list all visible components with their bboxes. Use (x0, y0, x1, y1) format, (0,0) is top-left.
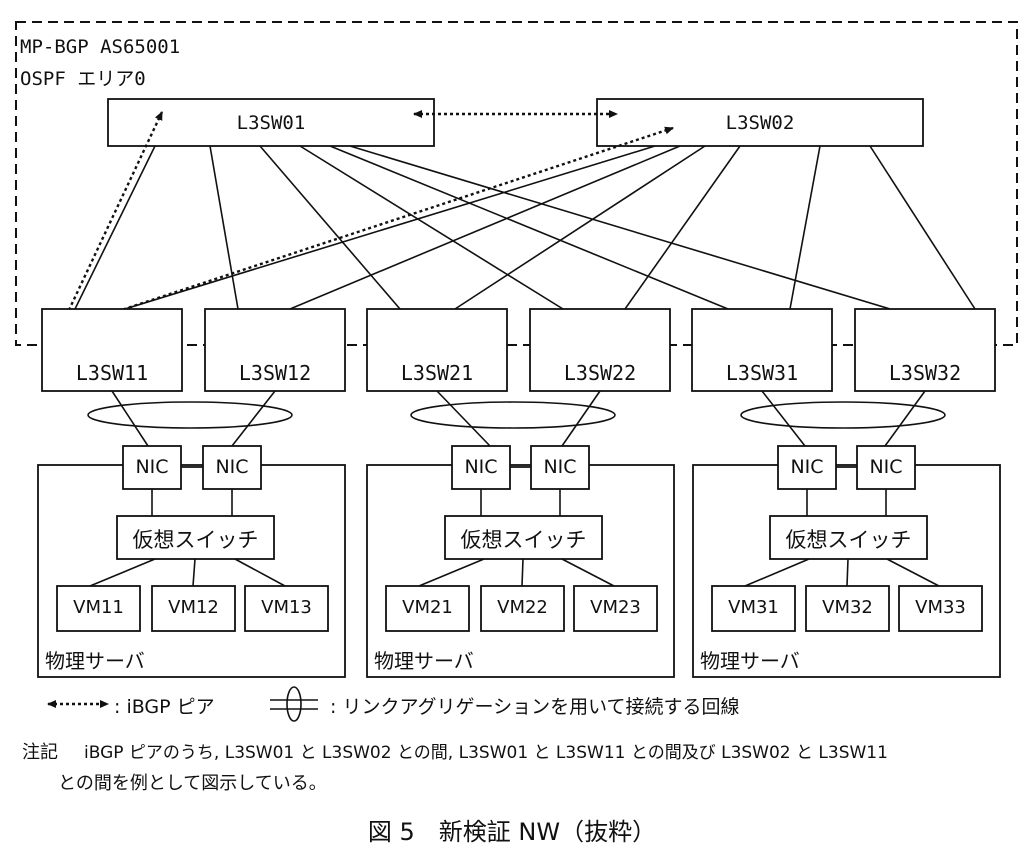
vm-label: VM12 (168, 597, 219, 618)
core-switch-label: L3SW02 (725, 112, 795, 134)
figure-caption: 図 5 新検証 NW（抜粋） (367, 818, 657, 846)
vm-label: VM13 (261, 597, 312, 618)
vm-label: VM21 (402, 597, 453, 618)
vm-label: VM32 (822, 597, 873, 618)
leaf-switch-box-l3sw22 (529, 308, 671, 392)
leaf-switch-box-l3sw31 (691, 308, 833, 392)
lag-legend-symbol (270, 686, 318, 722)
server-box-2 (366, 464, 675, 678)
physical-server-label: 物理サーバ (700, 649, 800, 673)
nic-label: NIC (215, 456, 249, 478)
lag-legend-label: : リンクアグリゲーションを用いて接続する回線 (330, 696, 740, 718)
physical-server-label: 物理サーバ (374, 649, 474, 673)
link-l3sw01-l3sw11 (74, 145, 156, 310)
link-l3sw01-l3sw21 (259, 145, 401, 310)
vm-label: VM31 (728, 597, 779, 618)
nic-label: NIC (464, 456, 498, 478)
leaf-switch-boxes (41, 308, 996, 392)
nic-vswitch-links (151, 489, 887, 516)
vswitch-label: 仮想スイッチ (460, 528, 587, 552)
link-l3sw01-l3sw12 (209, 145, 239, 310)
ibgp-legend-label: : iBGP ピア (114, 696, 215, 718)
core-leaf-links (74, 145, 976, 310)
vswitch-boxes (116, 515, 928, 560)
vswitch-label: 仮想スイッチ (785, 528, 912, 552)
vswitch-label: 仮想スイッチ (132, 528, 259, 552)
vm-boxes (56, 585, 983, 632)
lag-ellipses (87, 401, 946, 429)
core-switch-label: L3SW01 (236, 112, 306, 134)
leaf-switch-label: L3SW21 (400, 361, 474, 385)
note-prefix: 注記 (22, 742, 58, 763)
vm-label: VM11 (73, 597, 124, 618)
nic-label: NIC (790, 456, 824, 478)
link-l3sw02-l3sw22 (624, 145, 741, 310)
link-l3sw02-l3sw31 (789, 145, 821, 310)
server-box-1 (37, 464, 346, 678)
leaf-switch-label: L3SW11 (75, 361, 149, 385)
vswitch-vm-links (89, 558, 940, 587)
vm-label: VM33 (915, 597, 966, 618)
nic-label: NIC (543, 456, 577, 478)
physical-server-label: 物理サーバ (45, 649, 145, 673)
lag-ellipse-1 (87, 401, 293, 429)
area-label-ospf: OSPF エリア0 (20, 68, 146, 90)
note-line-2: との間を例として図示している。 (58, 773, 327, 794)
server-box-3 (692, 464, 1001, 678)
leaf-switch-box-l3sw12 (204, 308, 346, 392)
leaf-nic-links (111, 390, 926, 447)
link-l3sw02-l3sw32 (869, 145, 976, 310)
area-label-bgp: MP-BGP AS65001 (20, 36, 181, 58)
leaf-switch-box-l3sw32 (854, 308, 996, 392)
ibgp-peer-arrows (59, 110, 674, 328)
ospf-area-boundary (15, 21, 1018, 346)
server-boxes (37, 464, 1001, 678)
leaf-switch-box-l3sw21 (366, 308, 508, 392)
leaf-switch-label: L3SW12 (238, 361, 312, 385)
vm-label: VM22 (497, 597, 548, 618)
nic-label: NIC (135, 456, 169, 478)
leaf-switch-label: L3SW31 (725, 361, 799, 385)
lag-ellipse-3 (740, 401, 946, 429)
ibgp-l3sw02-l3sw11 (78, 126, 674, 326)
leaf-switch-label: L3SW22 (563, 361, 637, 385)
nic-boxes (122, 445, 916, 490)
leaf-switch-label: L3SW32 (888, 361, 962, 385)
vm-label: VM23 (590, 597, 641, 618)
lag-ellipse-2 (410, 401, 616, 429)
note-line-1: iBGP ピアのうち, L3SW01 と L3SW02 との間, L3SW01 … (84, 743, 888, 763)
leaf-switch-box-l3sw11 (41, 308, 183, 392)
nic-label: NIC (869, 456, 903, 478)
